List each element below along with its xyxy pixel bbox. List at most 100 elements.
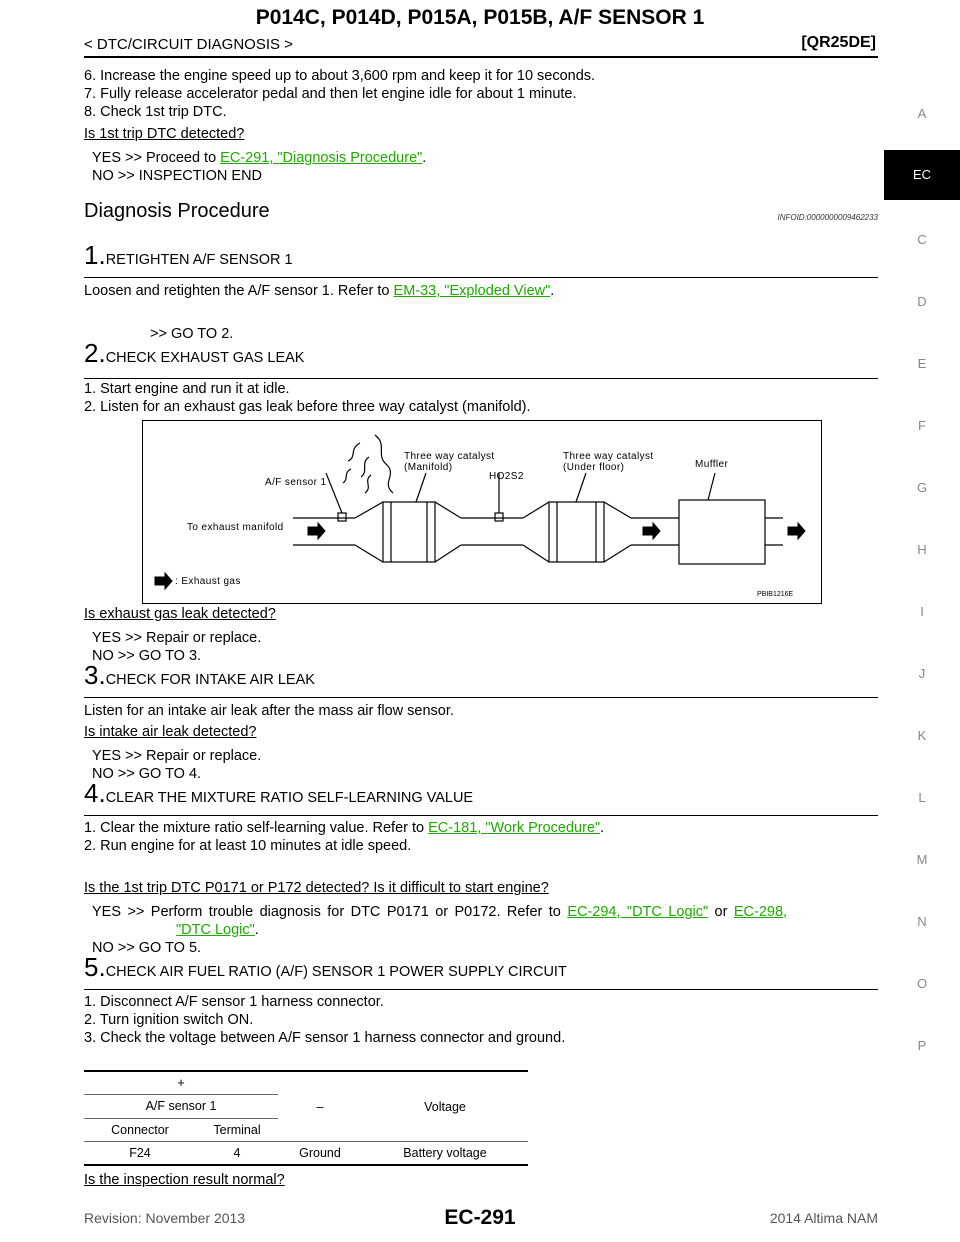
pipe-mid bbox=[461, 517, 523, 546]
exhaust-leak-smoke bbox=[342, 434, 394, 494]
step-5-item-2: 2. Turn ignition switch ON. bbox=[84, 1012, 254, 1028]
index-letter-k[interactable]: K bbox=[917, 728, 927, 743]
index-letter-h[interactable]: H bbox=[917, 542, 927, 557]
index-letter-l[interactable]: L bbox=[918, 790, 926, 805]
footer-model: 2014 Altima NAM bbox=[769, 1210, 878, 1226]
footer-revision: Revision: November 2013 bbox=[84, 1210, 246, 1226]
step-4-yes: YES >> Perform trouble diagnosis for DTC… bbox=[92, 904, 788, 920]
index-letter-g[interactable]: G bbox=[916, 480, 928, 495]
step-3-heading: 3.CHECK FOR INTAKE AIR LEAK bbox=[84, 660, 315, 690]
legend-exhaust-gas: : Exhaust gas bbox=[175, 576, 241, 587]
ho2s2-boss bbox=[494, 512, 504, 522]
th-af-sensor: A/F sensor 1 bbox=[84, 1094, 278, 1119]
step-3-text: Listen for an intake air leak after the … bbox=[84, 703, 454, 719]
index-letter-i[interactable]: I bbox=[920, 604, 924, 619]
cell-voltage: Battery voltage bbox=[362, 1141, 528, 1166]
flow-arrow-1 bbox=[307, 521, 326, 541]
step-4-item-2: 2. Run engine for at least 10 minutes at… bbox=[84, 838, 412, 854]
section-title: Diagnosis Procedure bbox=[84, 200, 270, 222]
label-muffler: Muffler bbox=[695, 459, 729, 470]
step-2-item-2: 2. Listen for an exhaust gas leak before… bbox=[84, 399, 531, 415]
flow-arrow-2 bbox=[642, 521, 661, 541]
label-twc-manifold: Three way catalyst (Manifold) bbox=[404, 451, 495, 473]
step-2-heading: 2.CHECK EXHAUST GAS LEAK bbox=[84, 338, 305, 368]
engine-code: [QR25DE] bbox=[801, 34, 876, 51]
figure-code: PBIB1216E bbox=[757, 591, 794, 598]
exhaust-diagram: Three way catalyst (Manifold) Three way … bbox=[142, 420, 822, 604]
th-terminal: Terminal bbox=[196, 1118, 278, 1142]
index-letter-o[interactable]: O bbox=[916, 976, 928, 991]
muffler-body bbox=[678, 499, 766, 565]
link-ec-294[interactable]: EC-294, "DTC Logic" bbox=[567, 904, 709, 920]
page-number: EC-291 bbox=[444, 1206, 516, 1229]
link-ec-291[interactable]: EC-291, "Diagnosis Procedure" bbox=[220, 150, 423, 166]
step-5-heading: 5.CHECK AIR FUEL RATIO (A/F) SENSOR 1 PO… bbox=[84, 952, 567, 982]
step-5-item-3: 3. Check the voltage between A/F sensor … bbox=[84, 1030, 566, 1046]
th-voltage: Voltage bbox=[362, 1070, 528, 1142]
leader-af bbox=[325, 472, 343, 514]
index-letter-a[interactable]: A bbox=[917, 106, 927, 121]
af-sensor-boss bbox=[337, 512, 347, 522]
breadcrumb: < DTC/CIRCUIT DIAGNOSIS > bbox=[84, 36, 293, 53]
intro-yes: YES >> Proceed to EC-291, "Diagnosis Pro… bbox=[92, 150, 427, 166]
step-3-rule bbox=[84, 697, 878, 698]
step-1-text: Loosen and retighten the A/F sensor 1. R… bbox=[84, 283, 555, 299]
cell-connector: F24 bbox=[84, 1141, 196, 1166]
index-letter-m[interactable]: M bbox=[916, 852, 928, 867]
intro-no: NO >> INSPECTION END bbox=[92, 168, 263, 184]
intro-step-7: 7. Fully release accelerator pedal and t… bbox=[84, 86, 577, 102]
step-1-heading: 1.RETIGHTEN A/F SENSOR 1 bbox=[84, 240, 293, 270]
step-1-rule bbox=[84, 277, 878, 278]
link-ec-298-dtc-logic[interactable]: "DTC Logic" bbox=[176, 922, 255, 938]
pipe-inlet bbox=[293, 517, 355, 546]
intro-step-8: 8. Check 1st trip DTC. bbox=[84, 104, 227, 120]
link-ec-298[interactable]: EC-298, bbox=[733, 904, 788, 920]
index-letter-e[interactable]: E bbox=[917, 356, 927, 371]
step-4-yes-cont: "DTC Logic". bbox=[176, 922, 259, 938]
label-to-manifold: To exhaust manifold bbox=[187, 522, 284, 533]
step-4-question: Is the 1st trip DTC P0171 or P172 detect… bbox=[84, 880, 549, 896]
cone-in-2 bbox=[522, 501, 550, 563]
label-twc-underfloor: Three way catalyst (Under floor) bbox=[563, 451, 654, 473]
step-2-question: Is exhaust gas leak detected? bbox=[84, 606, 276, 622]
cell-minus: Ground bbox=[278, 1141, 362, 1166]
step-2-item-1: 1. Start engine and run it at idle. bbox=[84, 381, 290, 397]
intro-question: Is 1st trip DTC detected? bbox=[84, 126, 245, 142]
step-3-no: NO >> GO TO 4. bbox=[92, 766, 202, 782]
label-af-sensor: A/F sensor 1 bbox=[265, 477, 327, 488]
step-2-rule bbox=[84, 378, 878, 379]
leader-twc-manifold bbox=[415, 472, 427, 503]
cone-in-1 bbox=[354, 501, 384, 563]
info-id: INFOID:0000000009462233 bbox=[777, 213, 878, 222]
step-3-yes: YES >> Repair or replace. bbox=[92, 748, 262, 764]
step-5-question: Is the inspection result normal? bbox=[84, 1172, 285, 1188]
th-connector: Connector bbox=[84, 1118, 196, 1142]
link-em-33[interactable]: EM-33, "Exploded View" bbox=[393, 283, 551, 299]
step-2-yes: YES >> Repair or replace. bbox=[92, 630, 262, 646]
index-letter-j[interactable]: J bbox=[918, 666, 926, 681]
step-4-rule bbox=[84, 815, 878, 816]
step-4-no: NO >> GO TO 5. bbox=[92, 940, 202, 956]
flow-arrow-3 bbox=[787, 521, 806, 541]
step-4-item-1: 1. Clear the mixture ratio self-learning… bbox=[84, 820, 605, 836]
index-letter-f[interactable]: F bbox=[918, 418, 926, 433]
header-rule bbox=[84, 56, 878, 58]
index-letter-c[interactable]: C bbox=[917, 232, 927, 247]
index-letter-p[interactable]: P bbox=[917, 1038, 927, 1053]
leader-muffler bbox=[707, 472, 716, 501]
th-minus: – bbox=[278, 1070, 362, 1142]
step-1-goto: >> GO TO 2. bbox=[150, 326, 234, 342]
leader-twc-under bbox=[575, 472, 587, 503]
link-ec-181[interactable]: EC-181, "Work Procedure" bbox=[428, 820, 601, 836]
step-5-rule bbox=[84, 989, 878, 990]
index-letter-ec-active[interactable]: EC bbox=[884, 150, 960, 200]
label-ho2s2: HO2S2 bbox=[489, 471, 524, 482]
step-2-no: NO >> GO TO 3. bbox=[92, 648, 202, 664]
table-row: F24 4 Ground Battery voltage bbox=[84, 1141, 528, 1166]
page-title: P014C, P014D, P015A, P015B, A/F SENSOR 1 bbox=[255, 6, 705, 29]
index-letter-n[interactable]: N bbox=[917, 914, 927, 929]
step-3-question: Is intake air leak detected? bbox=[84, 724, 257, 740]
step-5-item-1: 1. Disconnect A/F sensor 1 harness conne… bbox=[84, 994, 384, 1010]
legend-arrow bbox=[154, 571, 173, 591]
index-letter-d[interactable]: D bbox=[917, 294, 927, 309]
